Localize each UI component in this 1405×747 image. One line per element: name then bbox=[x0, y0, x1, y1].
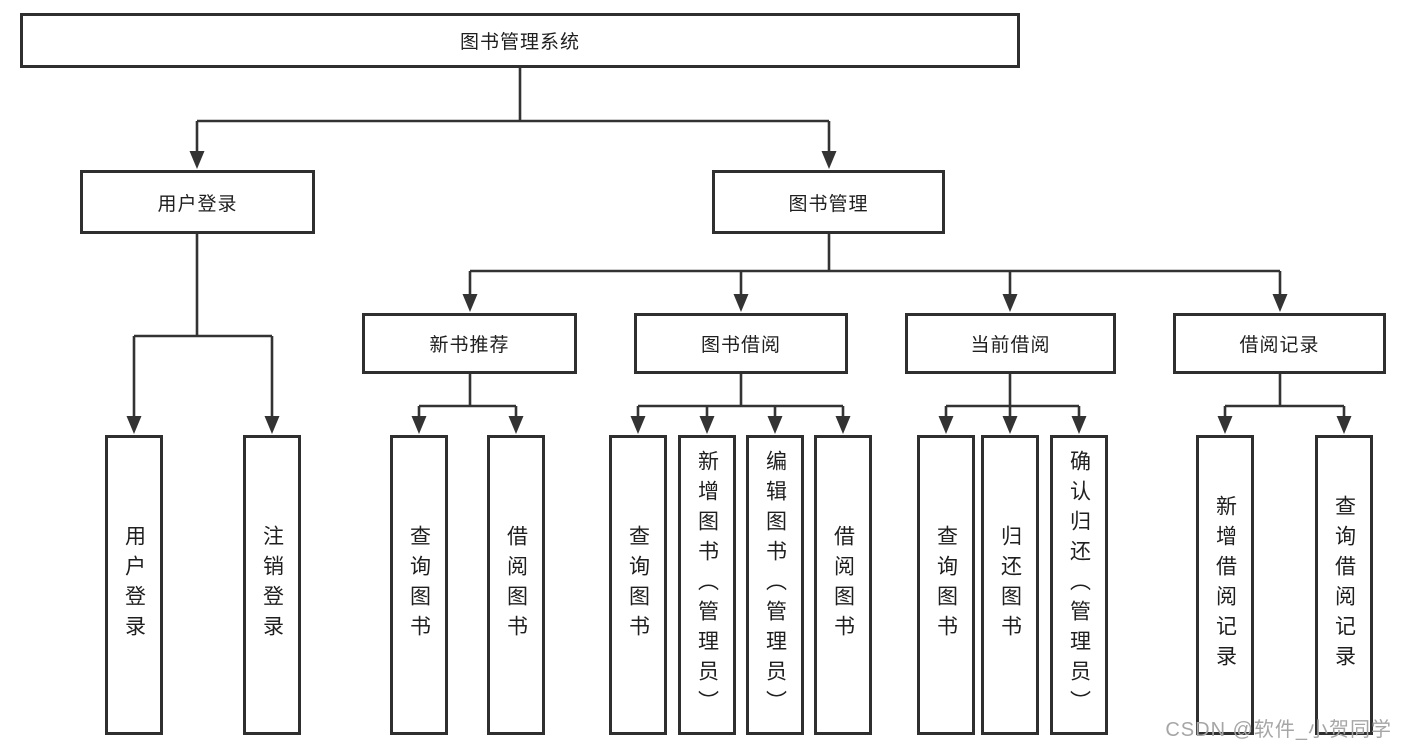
arrowhead-down-icon bbox=[1002, 416, 1018, 434]
arrowhead-down-icon bbox=[1071, 416, 1087, 434]
node-leaf-borrow-books-1: 借阅图书 bbox=[487, 435, 545, 735]
node-label: 图书管理系统 bbox=[459, 32, 580, 53]
arrowhead-down-icon bbox=[1272, 294, 1288, 312]
node-leaf-user-login: 用户登录 bbox=[105, 435, 163, 735]
node-label: 确认归还（管理员） bbox=[1067, 450, 1091, 720]
arrowhead-down-icon bbox=[462, 294, 478, 312]
node-current-borrowing: 当前借阅 bbox=[905, 313, 1116, 374]
node-label: 借阅图书 bbox=[504, 525, 528, 645]
node-leaf-query-books-1: 查询图书 bbox=[390, 435, 448, 735]
node-label: 新增图书（管理员） bbox=[695, 450, 719, 720]
node-label: 图书管理 bbox=[788, 193, 869, 215]
node-leaf-query-books-2: 查询图书 bbox=[609, 435, 667, 735]
arrowhead-down-icon bbox=[767, 416, 783, 434]
node-borrowing-records: 借阅记录 bbox=[1173, 313, 1386, 374]
node-label: 借阅图书 bbox=[831, 525, 855, 645]
node-book-borrowing: 图书借阅 bbox=[634, 313, 848, 374]
node-leaf-confirm-return-admin: 确认归还（管理员） bbox=[1050, 435, 1108, 735]
node-label: 借阅记录 bbox=[1239, 335, 1320, 356]
node-leaf-add-books-admin: 新增图书（管理员） bbox=[678, 435, 736, 735]
node-label: 用户登录 bbox=[122, 525, 146, 645]
node-label: 查询图书 bbox=[626, 525, 650, 645]
arrowhead-down-icon bbox=[630, 416, 646, 434]
node-label: 新书推荐 bbox=[429, 335, 510, 356]
node-label: 用户登录 bbox=[157, 193, 238, 215]
node-label: 查询图书 bbox=[407, 525, 431, 645]
arrowhead-down-icon bbox=[699, 416, 715, 434]
arrowhead-down-icon bbox=[411, 416, 427, 434]
node-label: 新增借阅记录 bbox=[1213, 495, 1237, 675]
node-root: 图书管理系统 bbox=[20, 13, 1020, 68]
node-label: 当前借阅 bbox=[970, 335, 1051, 356]
node-leaf-borrow-books-2: 借阅图书 bbox=[814, 435, 872, 735]
node-label: 归还图书 bbox=[998, 525, 1022, 645]
arrowhead-down-icon bbox=[189, 151, 205, 169]
arrowhead-down-icon bbox=[508, 416, 524, 434]
arrowhead-down-icon bbox=[264, 416, 280, 434]
arrowhead-down-icon bbox=[1336, 416, 1352, 434]
arrowhead-down-icon bbox=[733, 294, 749, 312]
node-label: 查询借阅记录 bbox=[1332, 495, 1356, 675]
node-leaf-query-books-3: 查询图书 bbox=[917, 435, 975, 735]
node-leaf-return-books: 归还图书 bbox=[981, 435, 1039, 735]
node-label: 图书借阅 bbox=[700, 335, 781, 356]
arrowhead-down-icon bbox=[1002, 294, 1018, 312]
node-leaf-query-borrow-record: 查询借阅记录 bbox=[1315, 435, 1373, 735]
arrowhead-down-icon bbox=[835, 416, 851, 434]
node-leaf-add-borrow-record: 新增借阅记录 bbox=[1196, 435, 1254, 735]
csdn-watermark: CSDN @软件_小贺同学 bbox=[1165, 719, 1392, 741]
node-label: 编辑图书（管理员） bbox=[763, 450, 787, 720]
node-leaf-edit-books-admin: 编辑图书（管理员） bbox=[746, 435, 804, 735]
arrowhead-down-icon bbox=[938, 416, 954, 434]
node-book-management: 图书管理 bbox=[712, 170, 945, 234]
node-label: 注销登录 bbox=[260, 525, 284, 645]
node-leaf-logout: 注销登录 bbox=[243, 435, 301, 735]
arrowhead-down-icon bbox=[821, 151, 837, 169]
node-new-book-recommend: 新书推荐 bbox=[362, 313, 577, 374]
arrowhead-down-icon bbox=[126, 416, 142, 434]
node-user-login: 用户登录 bbox=[80, 170, 315, 234]
arrowhead-down-icon bbox=[1217, 416, 1233, 434]
node-label: 查询图书 bbox=[934, 525, 958, 645]
